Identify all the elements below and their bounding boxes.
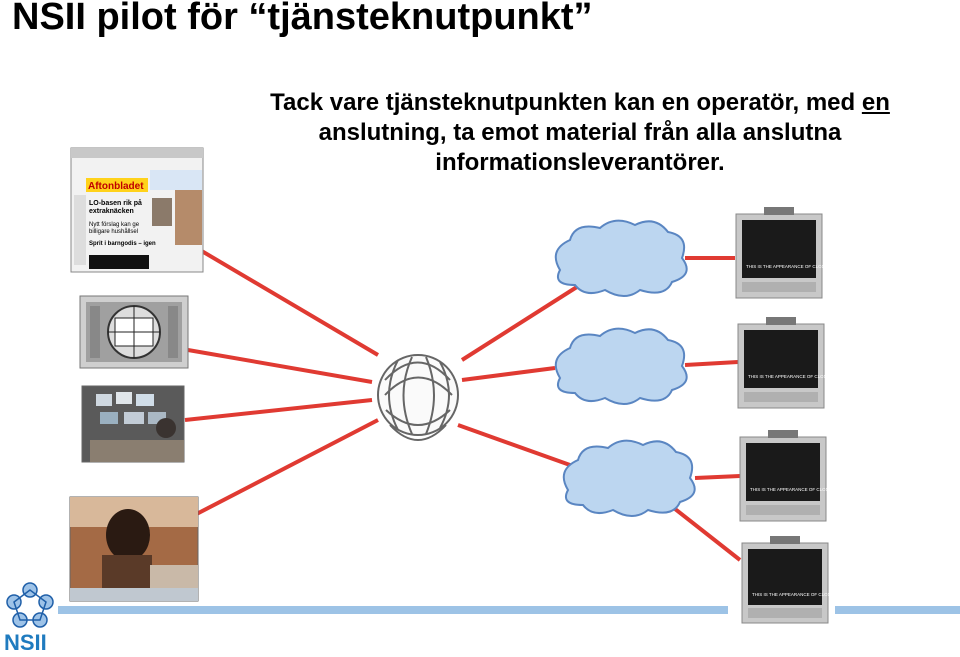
line-source-3: [184, 398, 373, 422]
connection-lines: [184, 248, 742, 562]
line-cloud2-tv2: [684, 360, 739, 367]
source-control-room: [81, 385, 185, 463]
cloud-2-icon: [554, 327, 688, 405]
tv-1-caption: THIS IS THE APPEARANCE OF CLOSED CAPTION…: [746, 264, 856, 269]
line-source-2: [187, 348, 373, 384]
tv-4-icon: THIS IS THE APPEARANCE OF CLOSED CAPTION…: [741, 536, 862, 624]
source-test-pattern: [79, 295, 189, 369]
subtitle-line1: Tack vare tjänsteknutpunkten kan en oper…: [270, 89, 862, 116]
subtitle-link[interactable]: en: [861, 89, 890, 116]
tv-1-icon: THIS IS THE APPEARANCE OF CLOSED CAPTION…: [735, 207, 856, 299]
nsii-logo-icon: [6, 582, 54, 628]
tv-2-icon: THIS IS THE APPEARANCE OF CLOSED CAPTION…: [737, 317, 858, 409]
website-logo-text: Aftonbladet: [88, 181, 144, 192]
line-hub-cloud3: [457, 423, 571, 467]
subtitle-line2: anslutning, ta emot material från alla a…: [318, 119, 842, 146]
line-cloud3-tv4: [668, 503, 742, 562]
tv-2-caption: THIS IS THE APPEARANCE OF CLOSED CAPTION…: [748, 374, 858, 379]
line-hub-cloud2: [461, 366, 556, 382]
headline-3: Nytt förslag kan ge: [89, 222, 140, 228]
cloud-1-icon: [554, 219, 688, 297]
line-source-4: [184, 418, 379, 522]
line-hub-cloud1: [460, 283, 582, 362]
headline-2: extraknäcken: [89, 208, 134, 215]
footer-bar-right: [835, 606, 960, 614]
tv-4-caption: THIS IS THE APPEARANCE OF CLOSED CAPTION…: [752, 592, 862, 597]
hub-knot-icon: [377, 354, 459, 441]
tv-3-icon: THIS IS THE APPEARANCE OF CLOSED CAPTION…: [739, 430, 860, 522]
headline-1: LO-basen rik på: [89, 199, 142, 207]
cloud-3-icon: [562, 439, 696, 517]
footer-bar-middle: [238, 606, 728, 614]
line-source-1: [198, 248, 380, 357]
headline-5: Sprit i barngodis – igen: [89, 241, 156, 247]
source-radio-studio: [69, 496, 199, 602]
logo-text: NSII: [4, 630, 47, 655]
headline-4: billigare hushållsel: [89, 228, 138, 235]
subtitle-line3: informationsleverantörer.: [435, 149, 725, 176]
tv-3-caption: THIS IS THE APPEARANCE OF CLOSED CAPTION…: [750, 487, 860, 492]
footer-bar-left: [58, 606, 238, 614]
page-title: NSII pilot för “tjänsteknutpunkt”: [12, 0, 593, 38]
source-website: Aftonbladet LO-basen rik på extraknäcken…: [70, 147, 204, 273]
subtitle: Tack vare tjänsteknutpunkten kan en oper…: [250, 88, 910, 178]
line-cloud3-tv3: [694, 474, 741, 480]
